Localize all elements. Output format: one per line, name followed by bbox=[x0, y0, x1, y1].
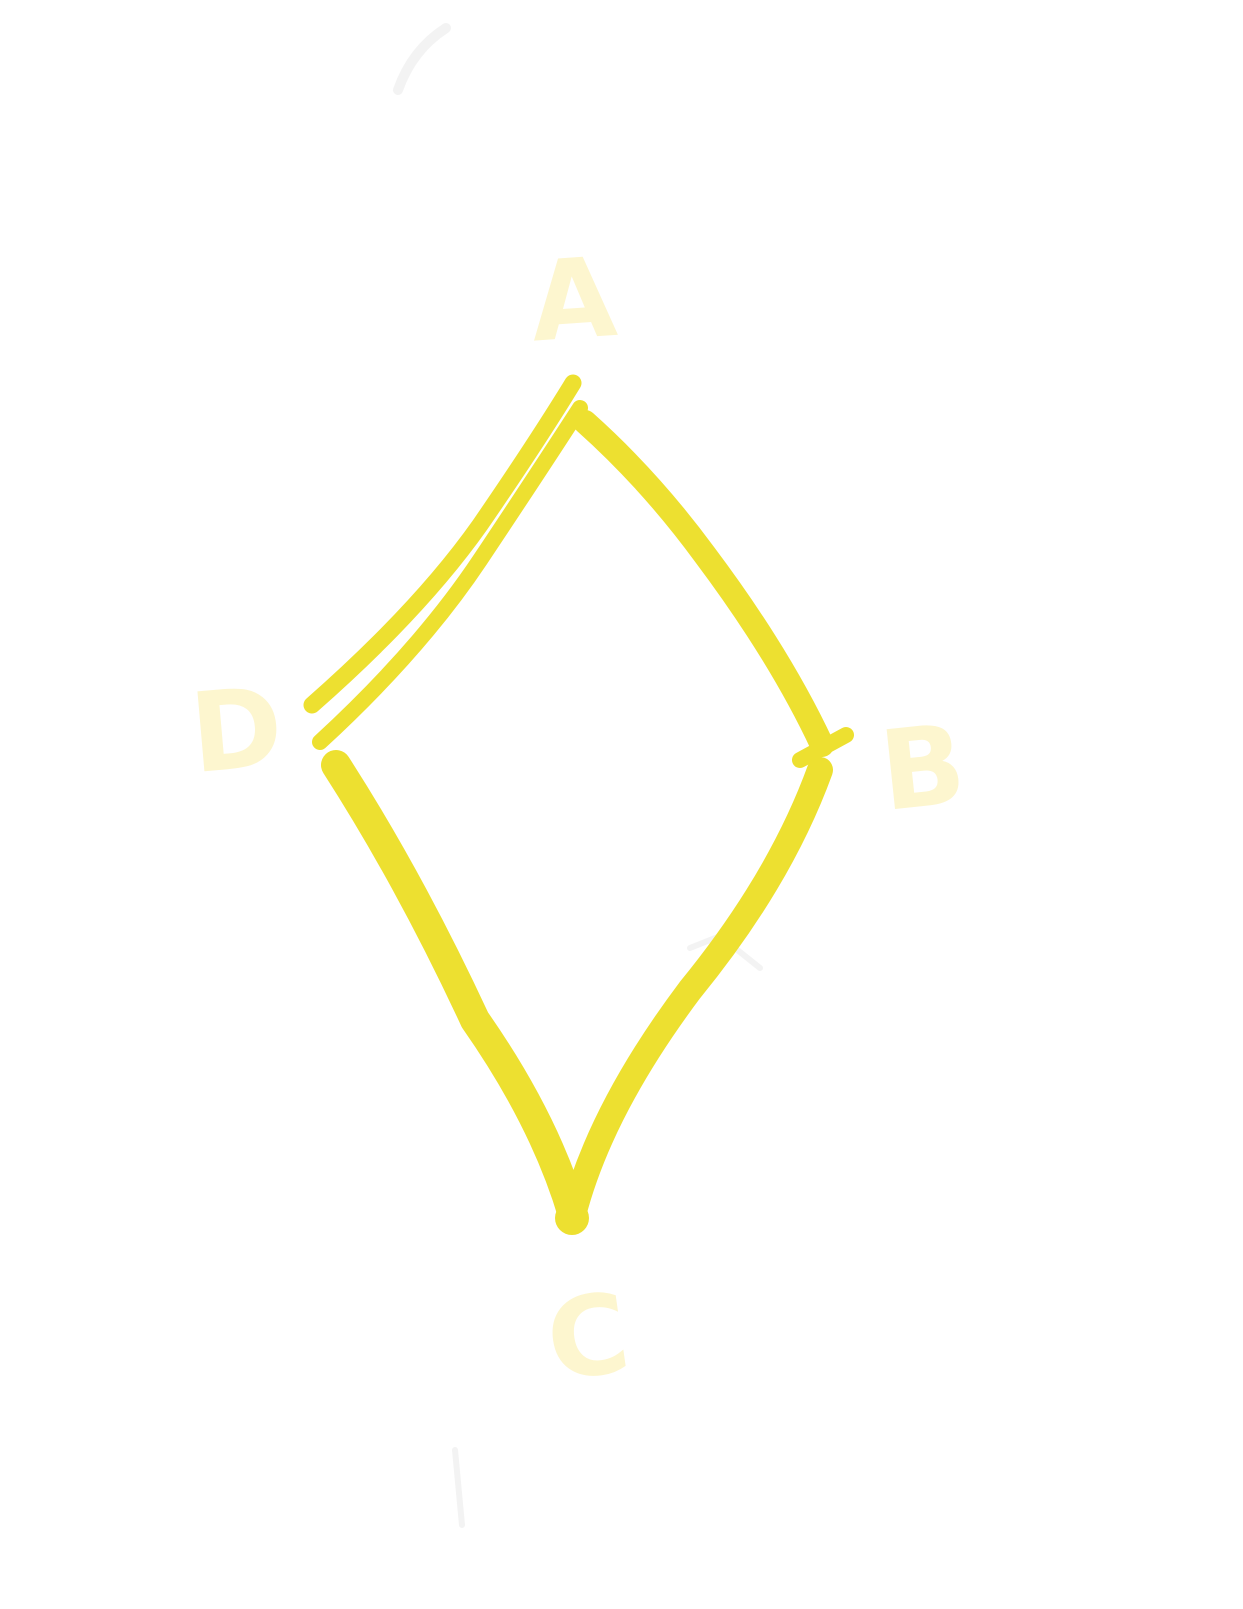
vertex-label-c: C bbox=[539, 1268, 637, 1406]
stray-mark-top bbox=[393, 23, 451, 95]
edge-d-a-inner bbox=[312, 400, 588, 750]
stray-mark-bottom bbox=[452, 1447, 465, 1528]
edge-b-c bbox=[560, 757, 833, 1228]
vertex-label-d: D bbox=[185, 663, 287, 798]
edges bbox=[303, 374, 854, 1235]
edge-b-tick bbox=[792, 727, 854, 768]
vertex-label-b: B bbox=[874, 700, 971, 836]
vertex-c-dot bbox=[555, 1201, 589, 1235]
edge-d-a-outer bbox=[303, 374, 582, 714]
edge-a-b bbox=[573, 410, 834, 757]
vertex-label-a: A bbox=[526, 233, 620, 367]
edge-c-d bbox=[321, 750, 588, 1230]
vertex-labels: A B C D bbox=[185, 233, 971, 1406]
